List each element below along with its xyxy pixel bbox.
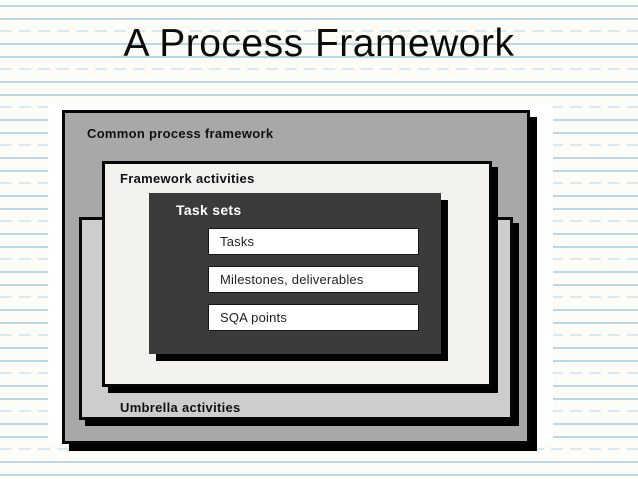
task-sets-box: Task sets Tasks Milestones, deliverables… <box>149 193 441 354</box>
task-row-sqa-points: SQA points <box>208 304 419 331</box>
task-sets-label: Task sets <box>176 202 242 218</box>
umbrella-activities-label: Umbrella activities <box>120 400 241 415</box>
task-row-tasks: Tasks <box>208 228 419 255</box>
common-process-framework-label: Common process framework <box>87 126 274 141</box>
task-row-milestones-deliverables: Milestones, deliverables <box>208 266 419 293</box>
framework-activities-label: Framework activities <box>120 171 255 186</box>
slide-title: A Process Framework <box>123 22 515 65</box>
